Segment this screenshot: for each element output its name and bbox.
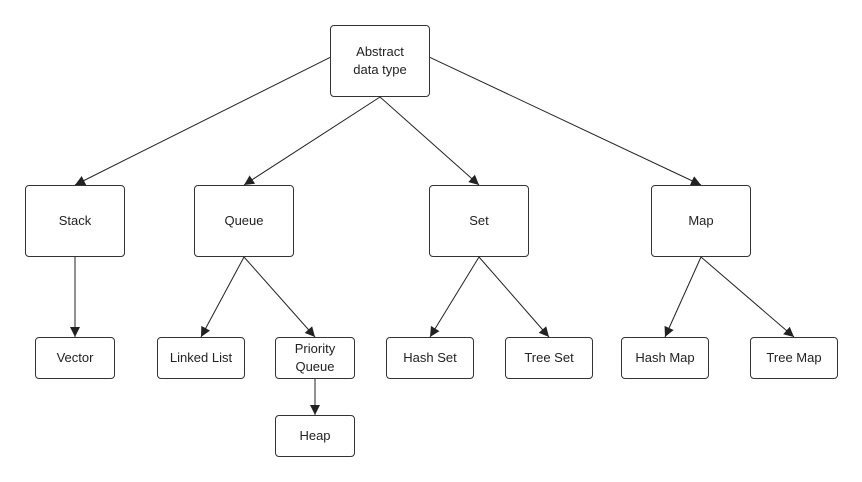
node-stack: Stack [25,185,125,257]
node-heap: Heap [275,415,355,457]
node-linked-list: Linked List [157,337,245,379]
node-set: Set [429,185,529,257]
edge-root-to-stack [74,56,331,186]
node-priority-queue: Priority Queue [275,337,355,379]
node-abstract-data-type: Abstract data type [330,25,430,97]
edge-set-to-hash-set [429,256,480,338]
node-vector: Vector [35,337,115,379]
edge-root-to-queue [243,96,381,186]
edge-set-to-tree-set [478,256,550,338]
node-map: Map [651,185,751,257]
edge-root-to-set [379,96,480,186]
edge-map-to-tree-map [700,256,795,338]
edge-queue-to-priority-queue [243,256,316,338]
node-hash-map: Hash Map [621,337,709,379]
node-tree-map: Tree Map [750,337,838,379]
edge-root-to-map [429,56,702,186]
node-queue: Queue [194,185,294,257]
node-hash-set: Hash Set [386,337,474,379]
edge-map-to-hash-map [664,256,702,338]
node-tree-set: Tree Set [505,337,593,379]
edge-queue-to-linked-list [200,256,245,338]
